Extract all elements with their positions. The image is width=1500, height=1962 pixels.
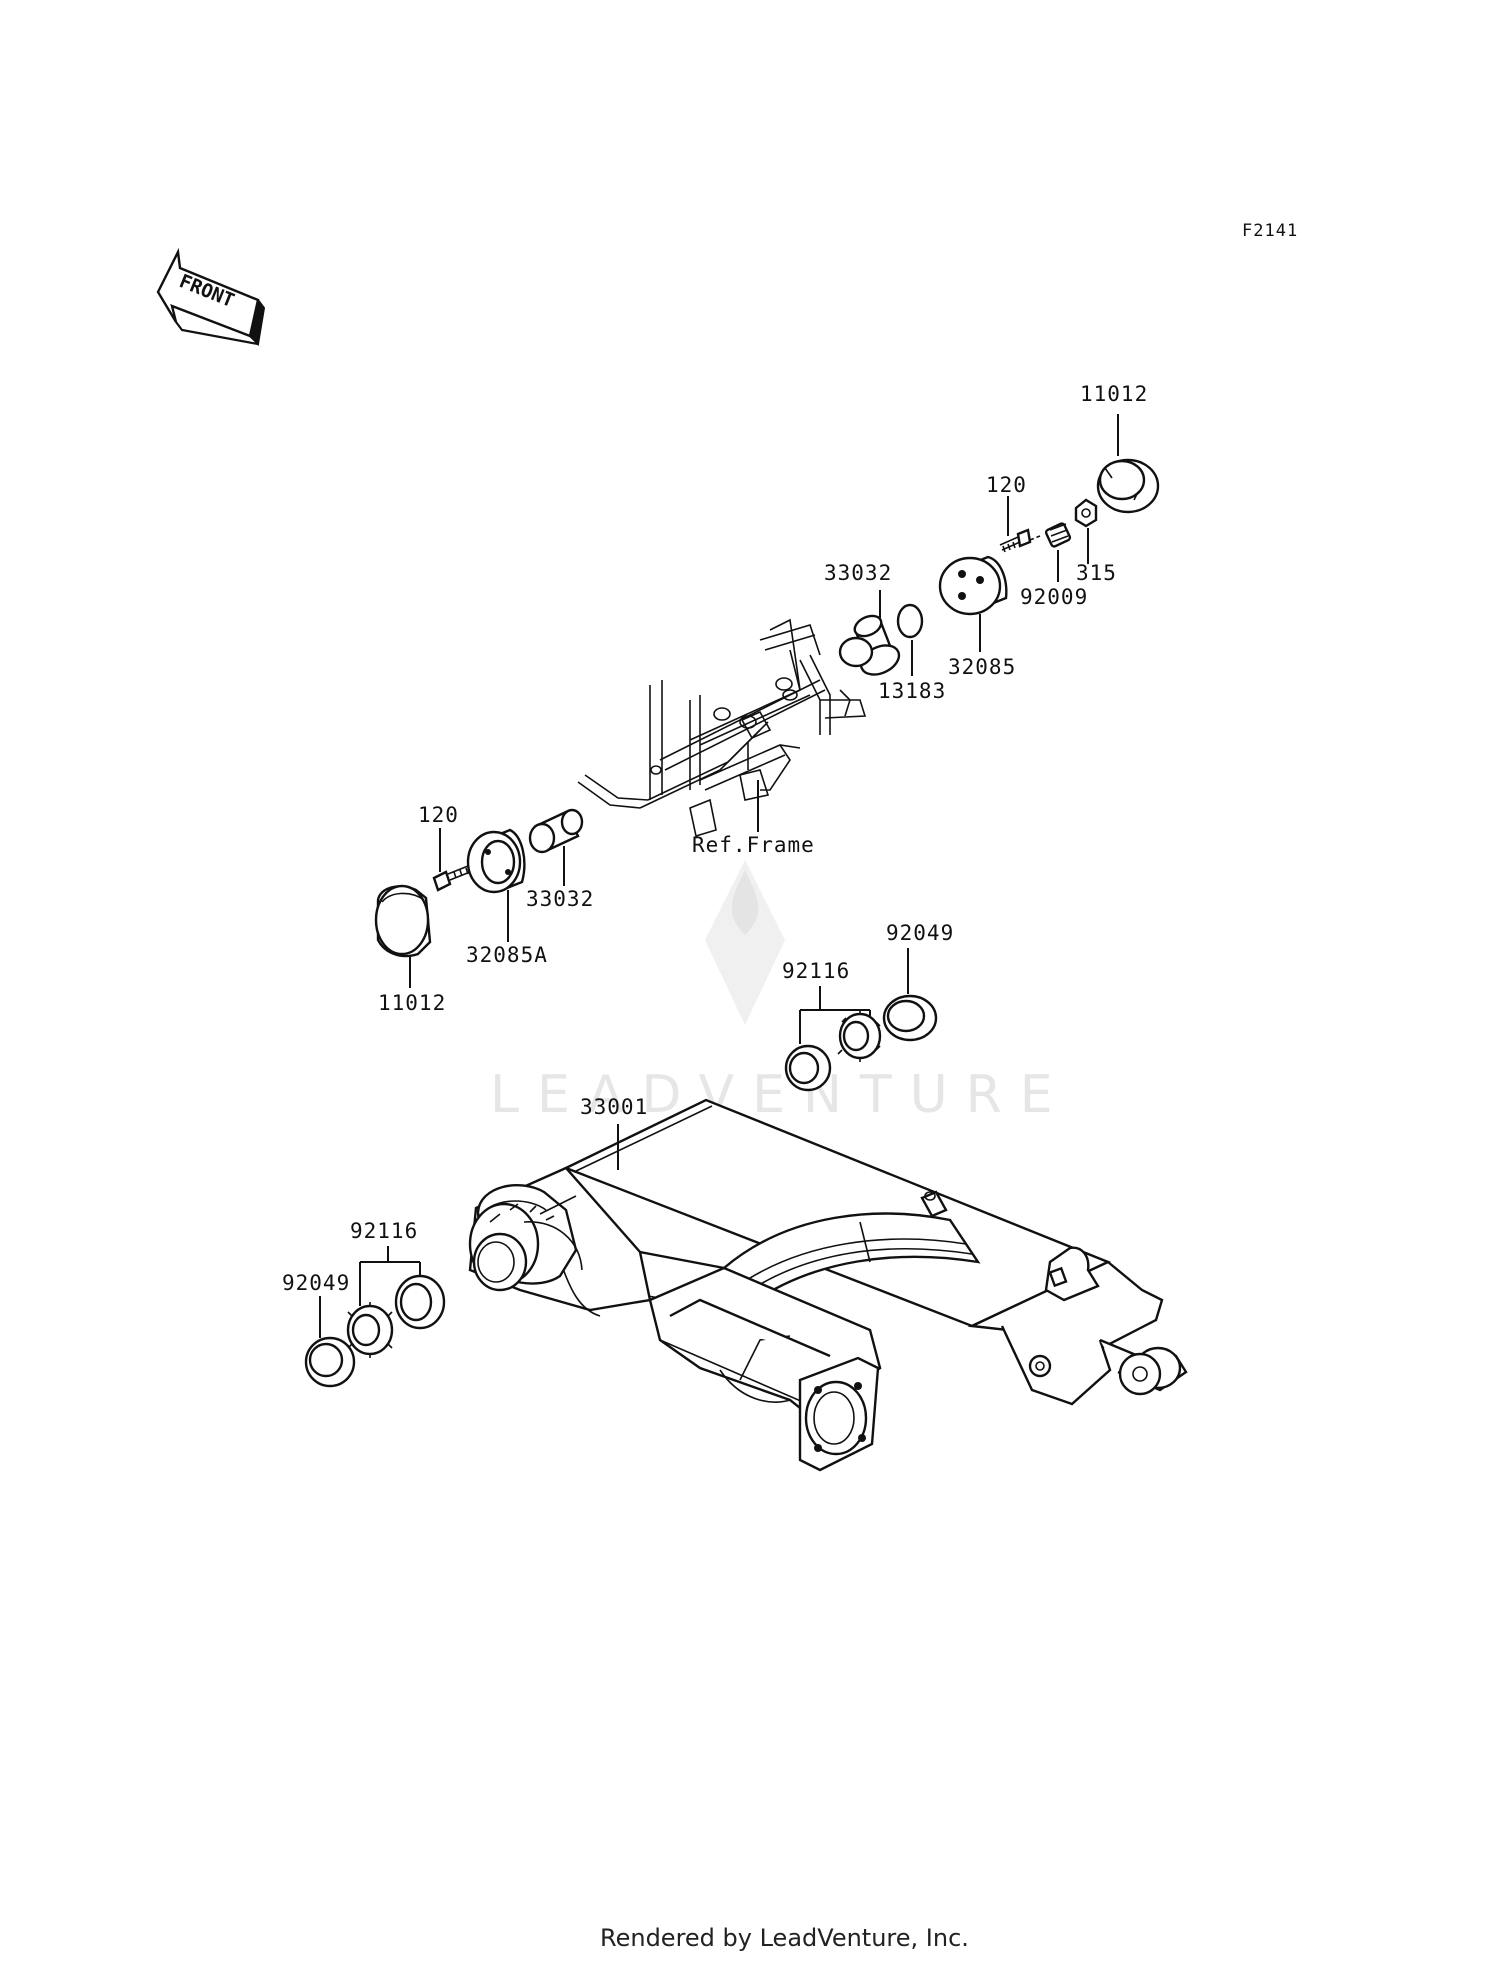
label-92009: 92009 xyxy=(1020,585,1088,609)
label-92116-right: 92116 xyxy=(782,959,850,983)
figure-code: F2141 xyxy=(1242,221,1298,241)
label-11012-top: 11012 xyxy=(1080,382,1148,406)
cap-11012-left xyxy=(374,884,432,958)
bolt-120-left xyxy=(432,865,471,892)
collar-33032-top xyxy=(838,614,901,676)
label-ref-frame: Ref.Frame xyxy=(692,833,815,857)
label-92049-right: 92049 xyxy=(886,921,954,945)
bearing-92116-left-b xyxy=(394,1274,446,1330)
bearing-92116-left-a xyxy=(346,1302,394,1358)
label-32085: 32085 xyxy=(948,655,1016,679)
label-11012-left: 11012 xyxy=(378,991,446,1015)
label-32085A: 32085A xyxy=(466,943,548,967)
label-92049-left: 92049 xyxy=(282,1271,350,1295)
front-arrow-icon: FRONT xyxy=(156,247,266,347)
watermark-text: LEADVENTURE xyxy=(490,1065,1071,1125)
spring-92009 xyxy=(1044,522,1072,548)
label-13183: 13183 xyxy=(878,679,946,703)
leader-92116-right xyxy=(799,986,871,1044)
watermark: LEADVENTURE xyxy=(490,860,1071,1125)
bearing-92116-right-a xyxy=(837,1010,882,1062)
collar-33032-left xyxy=(528,808,584,854)
label-92116-left: 92116 xyxy=(350,1219,418,1243)
cap-11012-top xyxy=(1096,458,1160,514)
label-315: 315 xyxy=(1076,561,1117,585)
bearing-92116-right-b xyxy=(784,1044,832,1092)
frame-reference xyxy=(577,618,867,838)
plate-32085A xyxy=(466,828,526,894)
seal-92049-right xyxy=(882,994,938,1042)
nut-315 xyxy=(1074,498,1098,528)
plate-32085 xyxy=(938,555,1008,616)
seal-92049-left xyxy=(304,1336,356,1388)
leader-92116-left xyxy=(359,1246,421,1306)
label-120-top: 120 xyxy=(986,473,1027,497)
label-33032-left: 33032 xyxy=(526,887,594,911)
swingarm-33001 xyxy=(468,1098,1188,1472)
label-120-left: 120 xyxy=(418,803,459,827)
label-33001: 33001 xyxy=(580,1095,648,1119)
label-33032-top: 33032 xyxy=(824,561,892,585)
footer-credit: Rendered by LeadVenture, Inc. xyxy=(600,1924,969,1952)
bolt-120-top xyxy=(999,528,1041,553)
washer-13183 xyxy=(896,603,924,639)
